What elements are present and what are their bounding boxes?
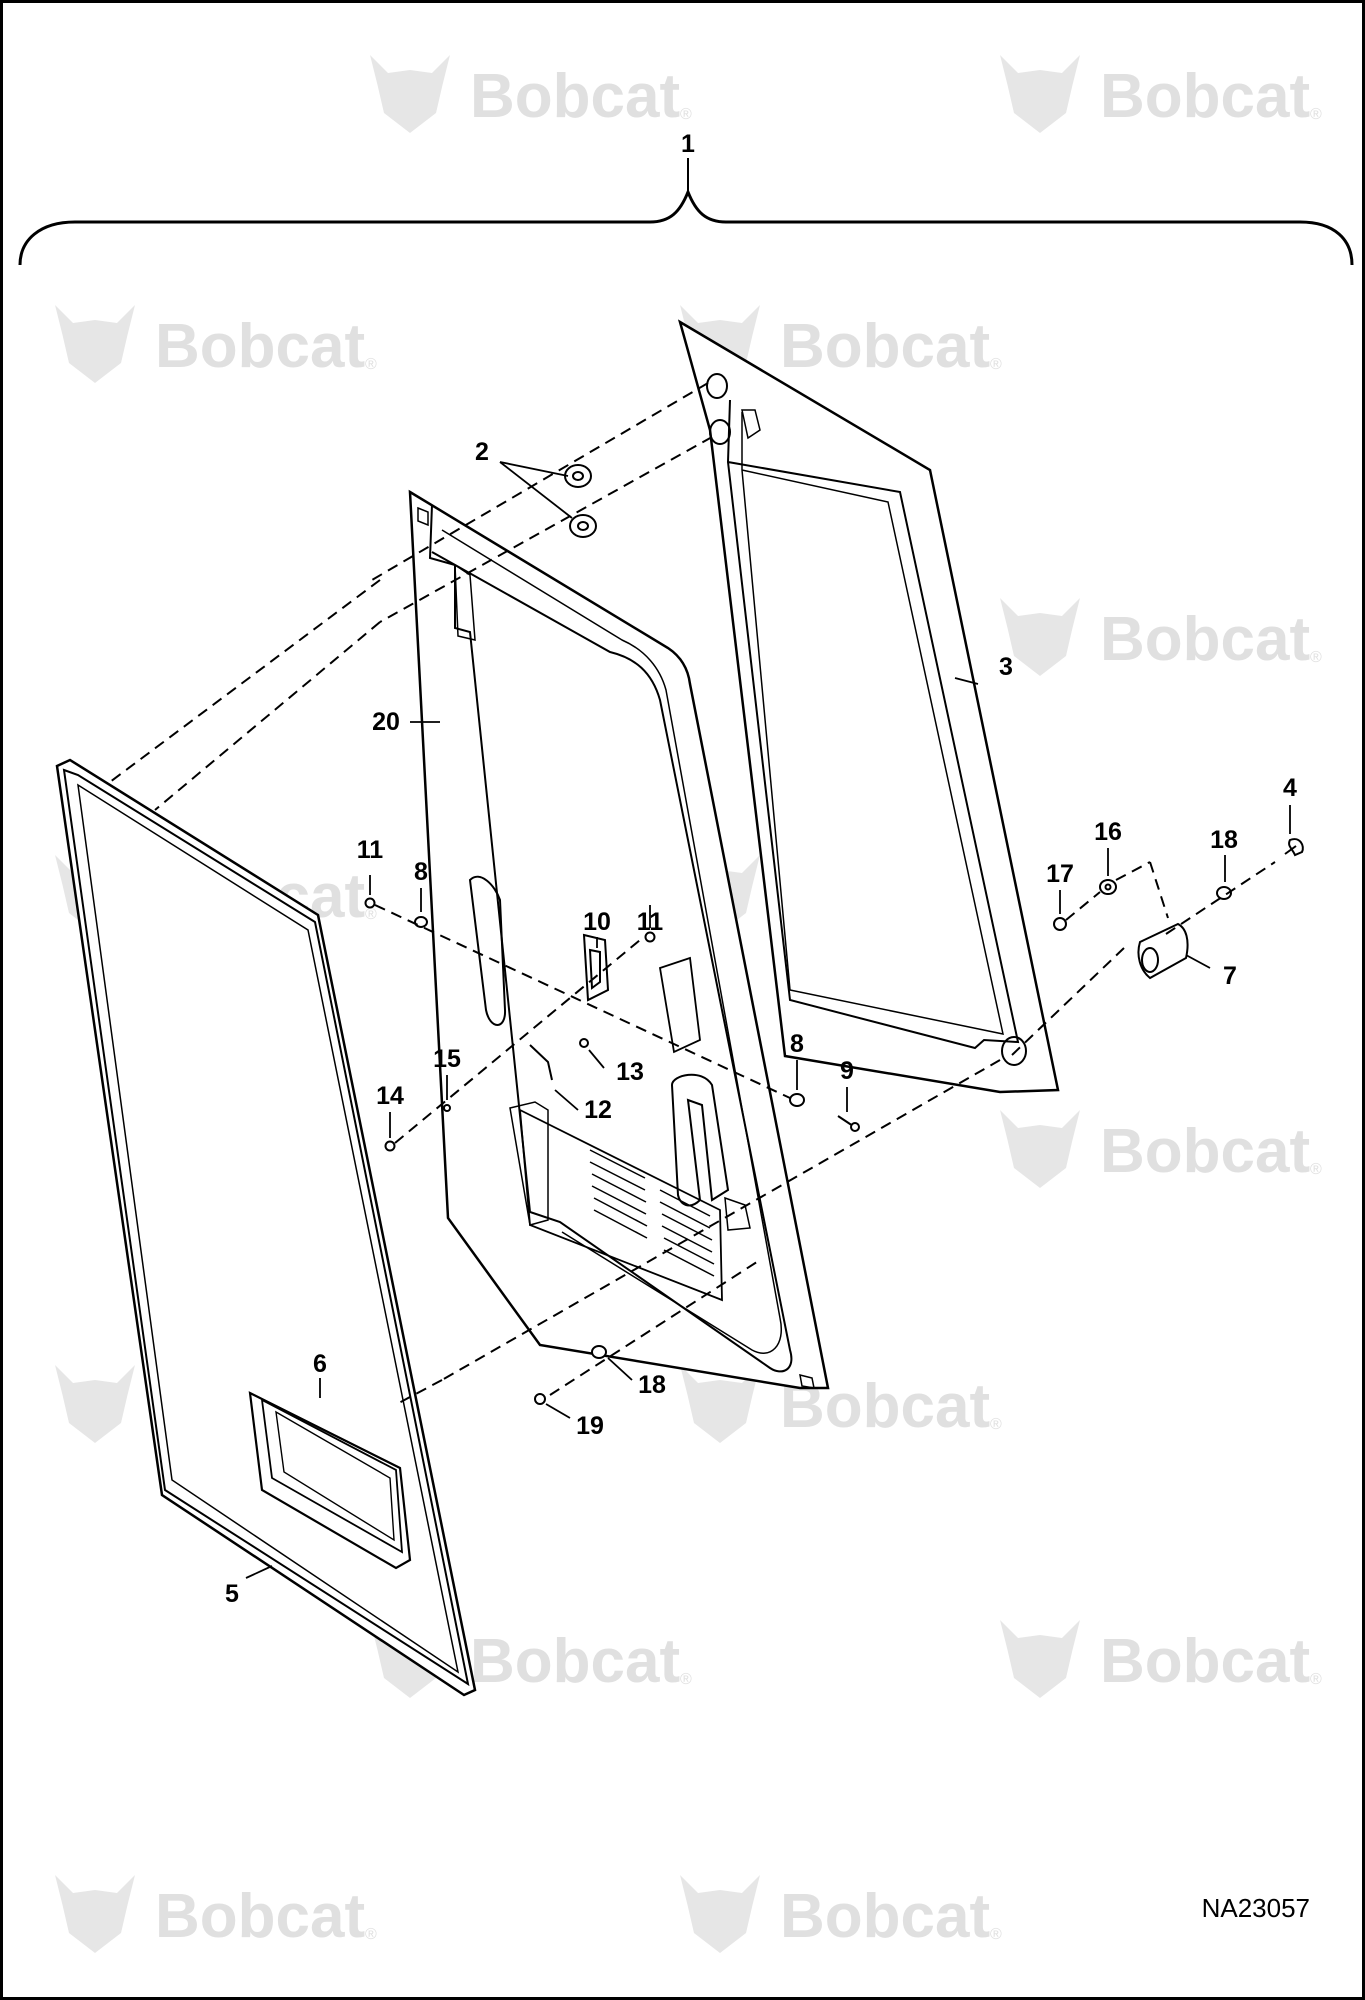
watermark-text: Bobcat: [470, 1627, 680, 1696]
leader-lines: [245, 461, 1291, 1579]
bobcat-watermark: Bobcat®: [370, 55, 692, 133]
bobcat-watermark: Bobcat®: [55, 1875, 377, 1953]
sliding-window-frame: [248, 1391, 412, 1570]
bobcat-watermark: Bobcat®: [1000, 1110, 1322, 1188]
callout-14: 14: [376, 1082, 404, 1110]
callout-12: 12: [584, 1096, 612, 1124]
watermark-text: Bobcat: [780, 312, 990, 381]
callouts: 1 2 3 4 5 6 7 8 8 9 10 11 11 12 13 14 15…: [225, 130, 1297, 1608]
watermark-registered-mark: ®: [365, 1926, 377, 1943]
watermark-text: Bobcat: [1100, 62, 1310, 131]
bobcat-logo-icon: [1000, 598, 1080, 676]
callout-18-right: 18: [1210, 826, 1238, 854]
watermark-registered-mark: ®: [1310, 649, 1322, 666]
watermark-text: Bobcat: [155, 312, 365, 381]
callout-20: 20: [372, 708, 400, 736]
bobcat-logo-icon: [1000, 1110, 1080, 1188]
bobcat-watermark: Bobcat®: [1000, 1620, 1322, 1698]
bobcat-logo-icon: [55, 1875, 135, 1953]
hardware: [364, 464, 1304, 1405]
watermark-registered-mark: ®: [680, 106, 692, 123]
callout-2: 2: [475, 438, 489, 466]
callout-7: 7: [1223, 962, 1237, 990]
bobcat-watermark: Bobcat®: [55, 305, 377, 383]
watermark-registered-mark: ®: [990, 1416, 1002, 1433]
callout-6: 6: [313, 1350, 327, 1378]
watermark-text: Bobcat: [470, 62, 680, 131]
callout-17: 17: [1046, 860, 1074, 888]
watermark-text: Bobcat: [155, 1882, 365, 1951]
assembly-brace: [18, 187, 1354, 266]
watermark-registered-mark: ®: [365, 906, 377, 923]
bobcat-logo-icon: [680, 1875, 760, 1953]
front-glass-panel: [55, 758, 477, 1697]
drawing-number: NA23057: [1202, 1893, 1310, 1923]
assembly-lines: [109, 382, 1276, 1406]
watermark-registered-mark: ®: [1310, 106, 1322, 123]
watermark-text: Bobcat: [780, 1882, 990, 1951]
watermark-registered-mark: ®: [680, 1671, 692, 1688]
watermark-registered-mark: ®: [990, 356, 1002, 373]
bobcat-logo-icon: [370, 55, 450, 133]
callout-11-right: 11: [637, 908, 664, 936]
callout-8-right: 8: [790, 1030, 804, 1058]
bobcat-watermark: Bobcat®: [1000, 598, 1322, 676]
watermark-registered-mark: ®: [1310, 1671, 1322, 1688]
bobcat-logo-icon: [680, 1365, 760, 1443]
callout-16: 16: [1094, 818, 1122, 846]
bobcat-watermark: Bobcat®: [680, 1875, 1002, 1953]
bobcat-logo-icon: [1000, 1620, 1080, 1698]
watermark-text: Bobcat: [1100, 1117, 1310, 1186]
watermark-text: Bobcat: [1100, 605, 1310, 674]
bobcat-watermark: Bobcat®: [1000, 55, 1322, 133]
callout-10: 10: [583, 908, 611, 936]
watermark-registered-mark: ®: [1310, 1161, 1322, 1178]
callout-15: 15: [433, 1045, 461, 1073]
bobcat-logo-icon: [1000, 55, 1080, 133]
callout-19: 19: [576, 1412, 604, 1440]
callout-5: 5: [225, 1580, 239, 1608]
rear-glass-panel: [677, 319, 1060, 1094]
bobcat-logo-icon: [55, 305, 135, 383]
watermark-text: Bobcat: [1100, 1627, 1310, 1696]
callout-13: 13: [616, 1058, 644, 1086]
callout-8-left: 8: [414, 858, 428, 886]
callout-4: 4: [1283, 774, 1297, 802]
callout-9: 9: [840, 1057, 854, 1085]
callout-1: 1: [681, 130, 695, 158]
bobcat-logo-icon: [55, 1365, 135, 1443]
watermark-registered-mark: ®: [990, 1926, 1002, 1943]
watermark-registered-mark: ®: [365, 356, 377, 373]
callout-11-left: 11: [357, 836, 384, 864]
callout-18-lower: 18: [638, 1371, 666, 1399]
callout-3: 3: [999, 653, 1013, 681]
